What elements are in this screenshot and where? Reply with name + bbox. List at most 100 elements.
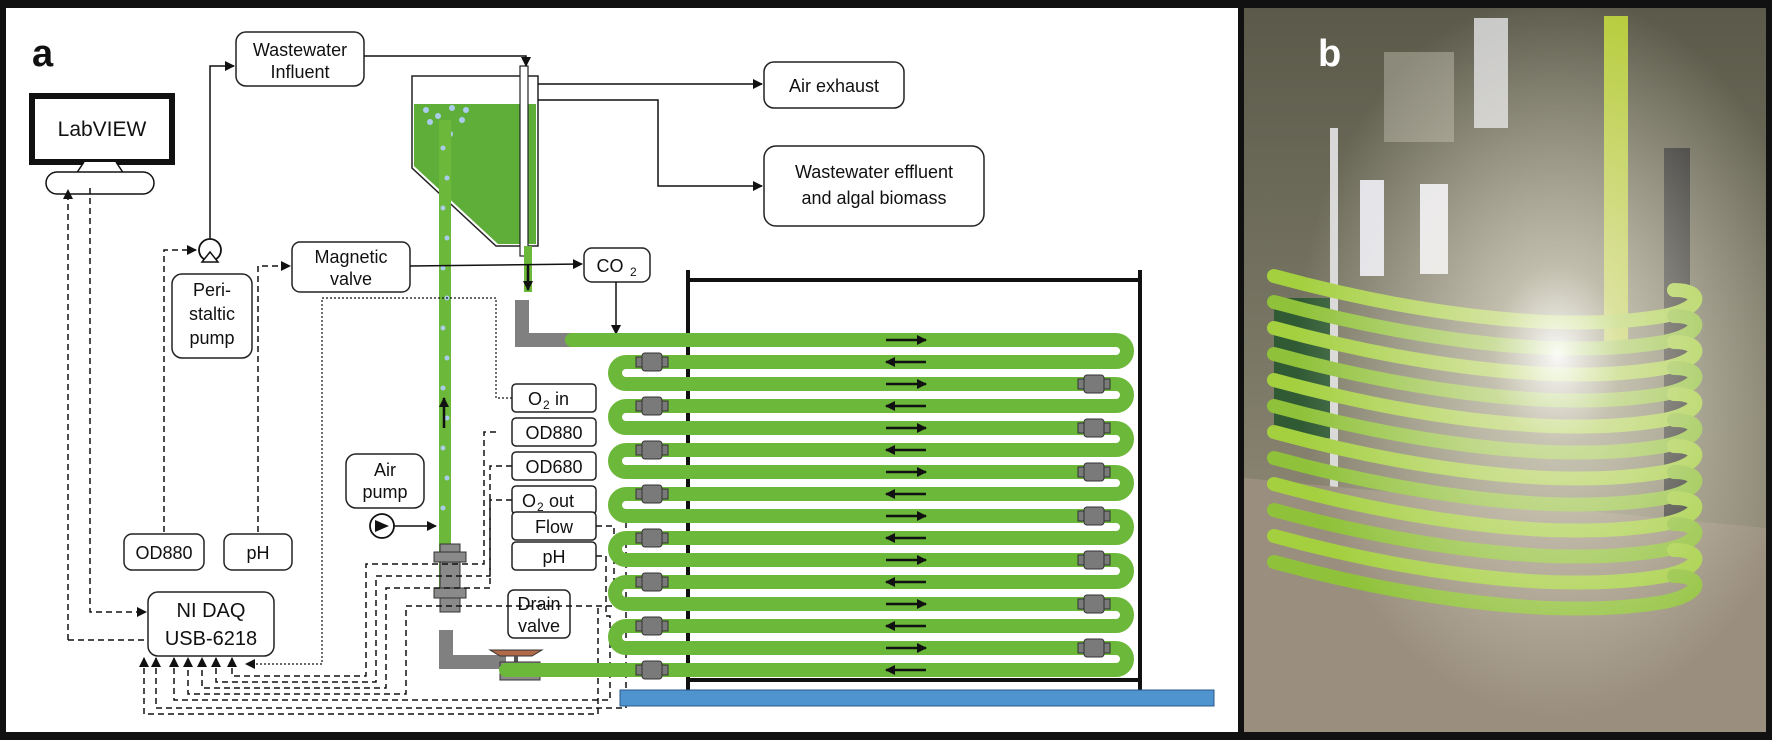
peristaltic-pump-icon [198, 238, 222, 263]
tube-connector-end [661, 620, 669, 632]
drain-valve-line2: valve [518, 616, 560, 636]
svg-text:out: out [544, 491, 574, 511]
tube-connector-end [1103, 554, 1111, 566]
riser-bubbles [440, 145, 450, 511]
ph-left-label: pH [246, 543, 269, 563]
svg-text:2: 2 [543, 398, 550, 412]
sensor-od880: OD880 [511, 417, 597, 447]
drain-valve-box [507, 589, 571, 639]
air-pump-icon [369, 513, 395, 539]
co2-box [583, 247, 651, 283]
tube-connector-end [1077, 466, 1085, 478]
reactor-base [619, 689, 1215, 707]
photobioreactor-tubes [499, 333, 1134, 680]
tube-connector [1083, 374, 1105, 394]
tube-connector [1083, 506, 1105, 526]
tube-connector-end [661, 488, 669, 500]
sensor-od680: OD680 [511, 451, 597, 481]
sensor-o2-in: O 2 in [511, 383, 597, 413]
tube-connector [641, 616, 663, 636]
tube-connector-end [1077, 422, 1085, 434]
tube-connector-end [661, 356, 669, 368]
tube-connector-end [635, 532, 643, 544]
air-exhaust-label: Air exhaust [789, 76, 879, 96]
peristaltic-pump-box [171, 273, 253, 359]
peristaltic-pump-line2: staltic [189, 304, 235, 324]
tube-connector-end [661, 444, 669, 456]
peristaltic-pump-line1: Peri- [193, 280, 231, 300]
riser-sensor-fittings [433, 543, 467, 613]
tube-connector-end [661, 532, 669, 544]
tube-connector [641, 440, 663, 460]
wastewater-influent-box [235, 31, 365, 87]
wastewater-effluent-line2: and algal biomass [801, 188, 946, 208]
tube-connector [641, 484, 663, 504]
tube-connector [1083, 594, 1105, 614]
tube-connector-end [1103, 642, 1111, 654]
od880-left-label: OD880 [135, 543, 192, 563]
co2-subscript: 2 [630, 265, 637, 279]
ni-daq-box [147, 591, 275, 657]
air-exhaust-box [763, 61, 905, 109]
air-pump-box [345, 453, 425, 509]
wastewater-effluent-line1: Wastewater effluent [795, 162, 953, 182]
svg-text:pH: pH [542, 547, 565, 567]
tube-connector-end [635, 444, 643, 456]
svg-text:O: O [522, 491, 536, 511]
tube-connector-end [635, 664, 643, 676]
tube-connector-end [661, 664, 669, 676]
sensor-ph: pH [511, 541, 597, 571]
tube-connector [641, 352, 663, 372]
tube-connector-end [635, 620, 643, 632]
tube-connector-end [1103, 378, 1111, 390]
wastewater-effluent-box [763, 145, 985, 227]
tube-connector-end [1103, 510, 1111, 522]
tube-connector-end [1103, 466, 1111, 478]
tube-connector-end [1103, 422, 1111, 434]
tube-connector-end [1077, 642, 1085, 654]
od880-left-box [123, 533, 205, 571]
tube-serpentine [499, 333, 1134, 677]
magnetic-valve-line2: valve [330, 269, 372, 289]
wastewater-influent-line2: Influent [270, 62, 329, 82]
sensor-flow: Flow [511, 511, 597, 541]
tube-connector-end [1077, 598, 1085, 610]
labview-monitor-icon [29, 93, 175, 195]
panel-b-photo: b [1244, 8, 1766, 732]
tube-connector-end [661, 400, 669, 412]
magnetic-valve-line1: Magnetic [314, 247, 387, 267]
co2-label: CO [597, 256, 624, 276]
tube-connector-end [1077, 378, 1085, 390]
labview-label: LabVIEW [58, 118, 147, 141]
panel-a-schematic: a LabVIEW Wastewater Influent Air exhaus… [6, 8, 1238, 732]
svg-text:in: in [550, 389, 569, 409]
tube-connector [641, 396, 663, 416]
tube-connector-end [635, 356, 643, 368]
tube-connector-end [635, 488, 643, 500]
air-pump-line2: pump [362, 482, 407, 502]
svg-text:OD880: OD880 [525, 423, 582, 443]
degassing-tank [411, 65, 539, 257]
peristaltic-pump-line3: pump [189, 328, 234, 348]
panel-b-letter: b [1318, 33, 1341, 75]
svg-text:OD680: OD680 [525, 457, 582, 477]
tube-connector [641, 528, 663, 548]
tube-connector [641, 660, 663, 680]
air-pump-line1: Air [374, 460, 396, 480]
tube-connector-end [661, 576, 669, 588]
ni-daq-line1: NI DAQ [177, 600, 246, 622]
tube-connector-end [1077, 510, 1085, 522]
svg-text:Flow: Flow [535, 517, 574, 537]
ph-left-box [223, 533, 293, 571]
panel-a-letter: a [32, 33, 54, 75]
sensor-o2-out: O 2 out [511, 485, 597, 515]
tube-connector [1083, 638, 1105, 658]
svg-text:2: 2 [537, 500, 544, 514]
tube-connector [1083, 550, 1105, 570]
magnetic-valve-box [291, 241, 411, 293]
tube-connector-end [1077, 554, 1085, 566]
tube-connector-end [635, 400, 643, 412]
tube-connector-end [1103, 598, 1111, 610]
tube-connector [1083, 462, 1105, 482]
